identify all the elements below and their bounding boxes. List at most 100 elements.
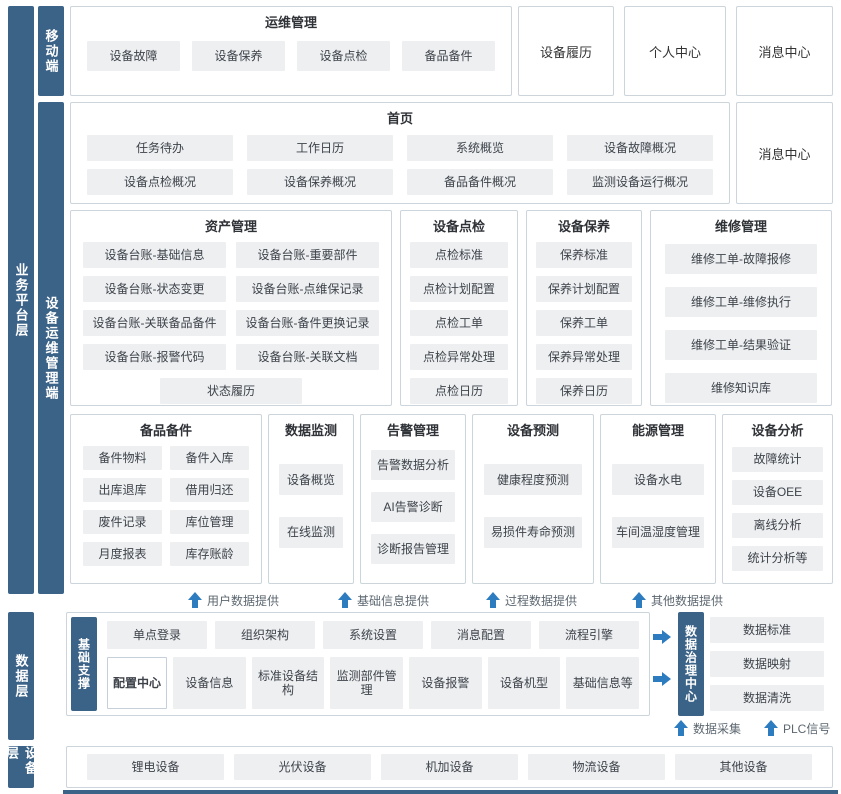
support-row2: 配置中心 设备信息标准设备结构监测部件管理设备报警设备机型基础信息等 bbox=[107, 657, 640, 709]
maintenance-title: 设备保养 bbox=[557, 219, 610, 234]
inspection-items: 点检标准点检计划配置点检工单点检异常处理点检日历 bbox=[410, 242, 508, 404]
home-item: 设备故障概况 bbox=[567, 135, 713, 161]
analysis-item: 故障统计 bbox=[732, 447, 823, 472]
layer-bar-ops-client: 设备运维管理端 bbox=[38, 102, 64, 594]
inspection-panel: 设备点检 点检标准点检计划配置点检工单点检异常处理点检日历 bbox=[400, 210, 518, 406]
mobile-ops-item: 设备保养 bbox=[192, 41, 285, 71]
mobile-card-personal-center: 个人中心 bbox=[624, 6, 726, 96]
mobile-ops-item: 设备点检 bbox=[297, 41, 390, 71]
analysis-item: 离线分析 bbox=[732, 513, 823, 538]
governance-item: 数据标准 bbox=[710, 617, 824, 643]
mobile-ops-panel: 运维管理 设备故障设备保养设备点检备品备件 bbox=[70, 6, 512, 96]
mobile-ops-item: 备品备件 bbox=[402, 41, 495, 71]
inspection-item: 点检异常处理 bbox=[410, 344, 508, 370]
spare-part-item: 备件入库 bbox=[170, 446, 249, 470]
repair-title: 维修管理 bbox=[714, 219, 767, 234]
asset-item: 设备台账-状态变更 bbox=[83, 276, 226, 302]
flow-plc-signal: PLC信号 bbox=[764, 718, 830, 738]
analysis-item: 统计分析等 bbox=[732, 546, 823, 571]
support-item: 组织架构 bbox=[215, 621, 315, 649]
asset-panel: 资产管理 设备台账-基础信息设备台账-重要部件设备台账-状态变更设备台账-点维保… bbox=[70, 210, 392, 406]
flow-data-collection: 数据采集 bbox=[674, 718, 741, 738]
maintenance-item: 保养标准 bbox=[536, 242, 632, 268]
spare-part-item: 库位管理 bbox=[170, 510, 249, 534]
mobile-ops-title: 运维管理 bbox=[264, 15, 317, 30]
mobile-ops-item: 设备故障 bbox=[87, 41, 180, 71]
support-panel: 基础支撑 单点登录组织架构系统设置消息配置流程引擎 配置中心 设备信息标准设备结… bbox=[66, 612, 650, 716]
data-monitor-item: 在线监测 bbox=[279, 516, 343, 548]
energy-panel: 能源管理 设备水电车间温湿度管理 bbox=[600, 414, 716, 584]
data-monitor-items: 设备概览在线监测 bbox=[279, 443, 343, 569]
repair-item: 维修工单-维修执行 bbox=[665, 287, 817, 317]
spare-part-item: 出库退库 bbox=[83, 478, 162, 502]
maintenance-panel: 设备保养 保养标准保养计划配置保养工单保养异常处理保养日历 bbox=[526, 210, 642, 406]
layer-bar-data: 数据层 bbox=[8, 612, 34, 740]
support-item: 标准设备结构 bbox=[251, 657, 325, 709]
home-row2: 设备点检概况设备保养概况备品备件概况监测设备运行概况 bbox=[87, 169, 713, 195]
device-item: 其他设备 bbox=[675, 754, 812, 780]
predict-item: 易损件寿命预测 bbox=[484, 516, 582, 548]
device-panel: 锂电设备光伏设备机加设备物流设备其他设备 bbox=[66, 746, 833, 788]
inspection-title: 设备点检 bbox=[432, 219, 485, 234]
device-items: 锂电设备光伏设备机加设备物流设备其他设备 bbox=[87, 754, 812, 780]
support-row2-items: 设备信息标准设备结构监测部件管理设备报警设备机型基础信息等 bbox=[173, 657, 640, 709]
home-panel: 首页 任务待办工作日历系统概览设备故障概况 设备点检概况设备保养概况备品备件概况… bbox=[70, 102, 730, 204]
flow-label: 数据采集 bbox=[693, 721, 742, 736]
mobile-card-message-center: 消息中心 bbox=[736, 6, 833, 96]
layer-bar-device: 设备层 bbox=[4, 746, 38, 788]
asset-item: 设备台账-重要部件 bbox=[236, 242, 379, 268]
data-monitor-item: 设备概览 bbox=[279, 464, 343, 496]
predict-title: 设备预测 bbox=[506, 423, 559, 438]
flow-label: PLC信号 bbox=[783, 721, 831, 736]
home-item: 工作日历 bbox=[247, 135, 393, 161]
support-item: 单点登录 bbox=[107, 621, 207, 649]
mobile-ops-items: 设备故障设备保养设备点检备品备件 bbox=[87, 41, 495, 71]
home-title: 首页 bbox=[386, 111, 413, 126]
support-bar: 基础支撑 bbox=[71, 617, 97, 711]
bottom-cut-bar bbox=[63, 790, 838, 794]
repair-items: 维修工单-故障报修维修工单-维修执行维修工单-结果验证维修知识库 bbox=[665, 244, 817, 403]
support-item: 消息配置 bbox=[431, 621, 531, 649]
inspection-item: 点检工单 bbox=[410, 310, 508, 336]
maintenance-item: 保养工单 bbox=[536, 310, 632, 336]
spare-part-item: 库存账龄 bbox=[170, 542, 249, 566]
alarm-title: 告警管理 bbox=[386, 423, 439, 438]
up-arrow-icon bbox=[486, 592, 500, 609]
layer-bar-business-platform: 业务平台层 bbox=[8, 6, 34, 594]
spare-part-item: 废件记录 bbox=[83, 510, 162, 534]
predict-items: 健康程度预测易损件寿命预测 bbox=[484, 443, 582, 569]
support-item: 基础信息等 bbox=[566, 657, 640, 709]
support-row1: 单点登录组织架构系统设置消息配置流程引擎 bbox=[107, 621, 639, 649]
right-arrow-icon bbox=[653, 672, 671, 686]
repair-item: 维修知识库 bbox=[665, 373, 817, 403]
maintenance-item: 保养计划配置 bbox=[536, 276, 632, 302]
right-arrow-icon bbox=[653, 630, 671, 644]
data-monitor-panel: 数据监测 设备概览在线监测 bbox=[268, 414, 354, 584]
inspection-item: 点检计划配置 bbox=[410, 276, 508, 302]
support-item: 设备信息 bbox=[173, 657, 246, 709]
inspection-item: 点检日历 bbox=[410, 378, 508, 404]
governance-bar: 数据治理中心 bbox=[678, 612, 704, 716]
maintenance-item: 保养日历 bbox=[536, 378, 632, 404]
support-item: 设备机型 bbox=[487, 657, 561, 709]
asset-item: 设备台账-报警代码 bbox=[83, 344, 226, 370]
spare-parts-items: 备件物料备件入库出库退库借用归还废件记录库位管理月度报表库存账龄 bbox=[83, 446, 249, 566]
asset-item: 设备台账-备件更换记录 bbox=[236, 310, 379, 336]
spare-part-item: 备件物料 bbox=[83, 446, 162, 470]
flow-label: 用户数据提供 bbox=[207, 593, 280, 608]
layer-bar-mobile: 移动端 bbox=[38, 6, 64, 96]
flow-basic-info: 基础信息提供 bbox=[338, 590, 429, 610]
home-item: 任务待办 bbox=[87, 135, 233, 161]
analysis-title: 设备分析 bbox=[751, 423, 804, 438]
asset-item: 设备台账-点维保记录 bbox=[236, 276, 379, 302]
spare-part-item: 月度报表 bbox=[83, 542, 162, 566]
device-item: 物流设备 bbox=[528, 754, 665, 780]
repair-panel: 维修管理 维修工单-故障报修维修工单-维修执行维修工单-结果验证维修知识库 bbox=[650, 210, 832, 406]
mobile-card-device-history: 设备履历 bbox=[518, 6, 614, 96]
alarm-item: AI告警诊断 bbox=[371, 492, 455, 522]
flow-other-data: 其他数据提供 bbox=[632, 590, 723, 610]
asset-item: 设备台账-基础信息 bbox=[83, 242, 226, 268]
predict-item: 健康程度预测 bbox=[484, 464, 582, 496]
